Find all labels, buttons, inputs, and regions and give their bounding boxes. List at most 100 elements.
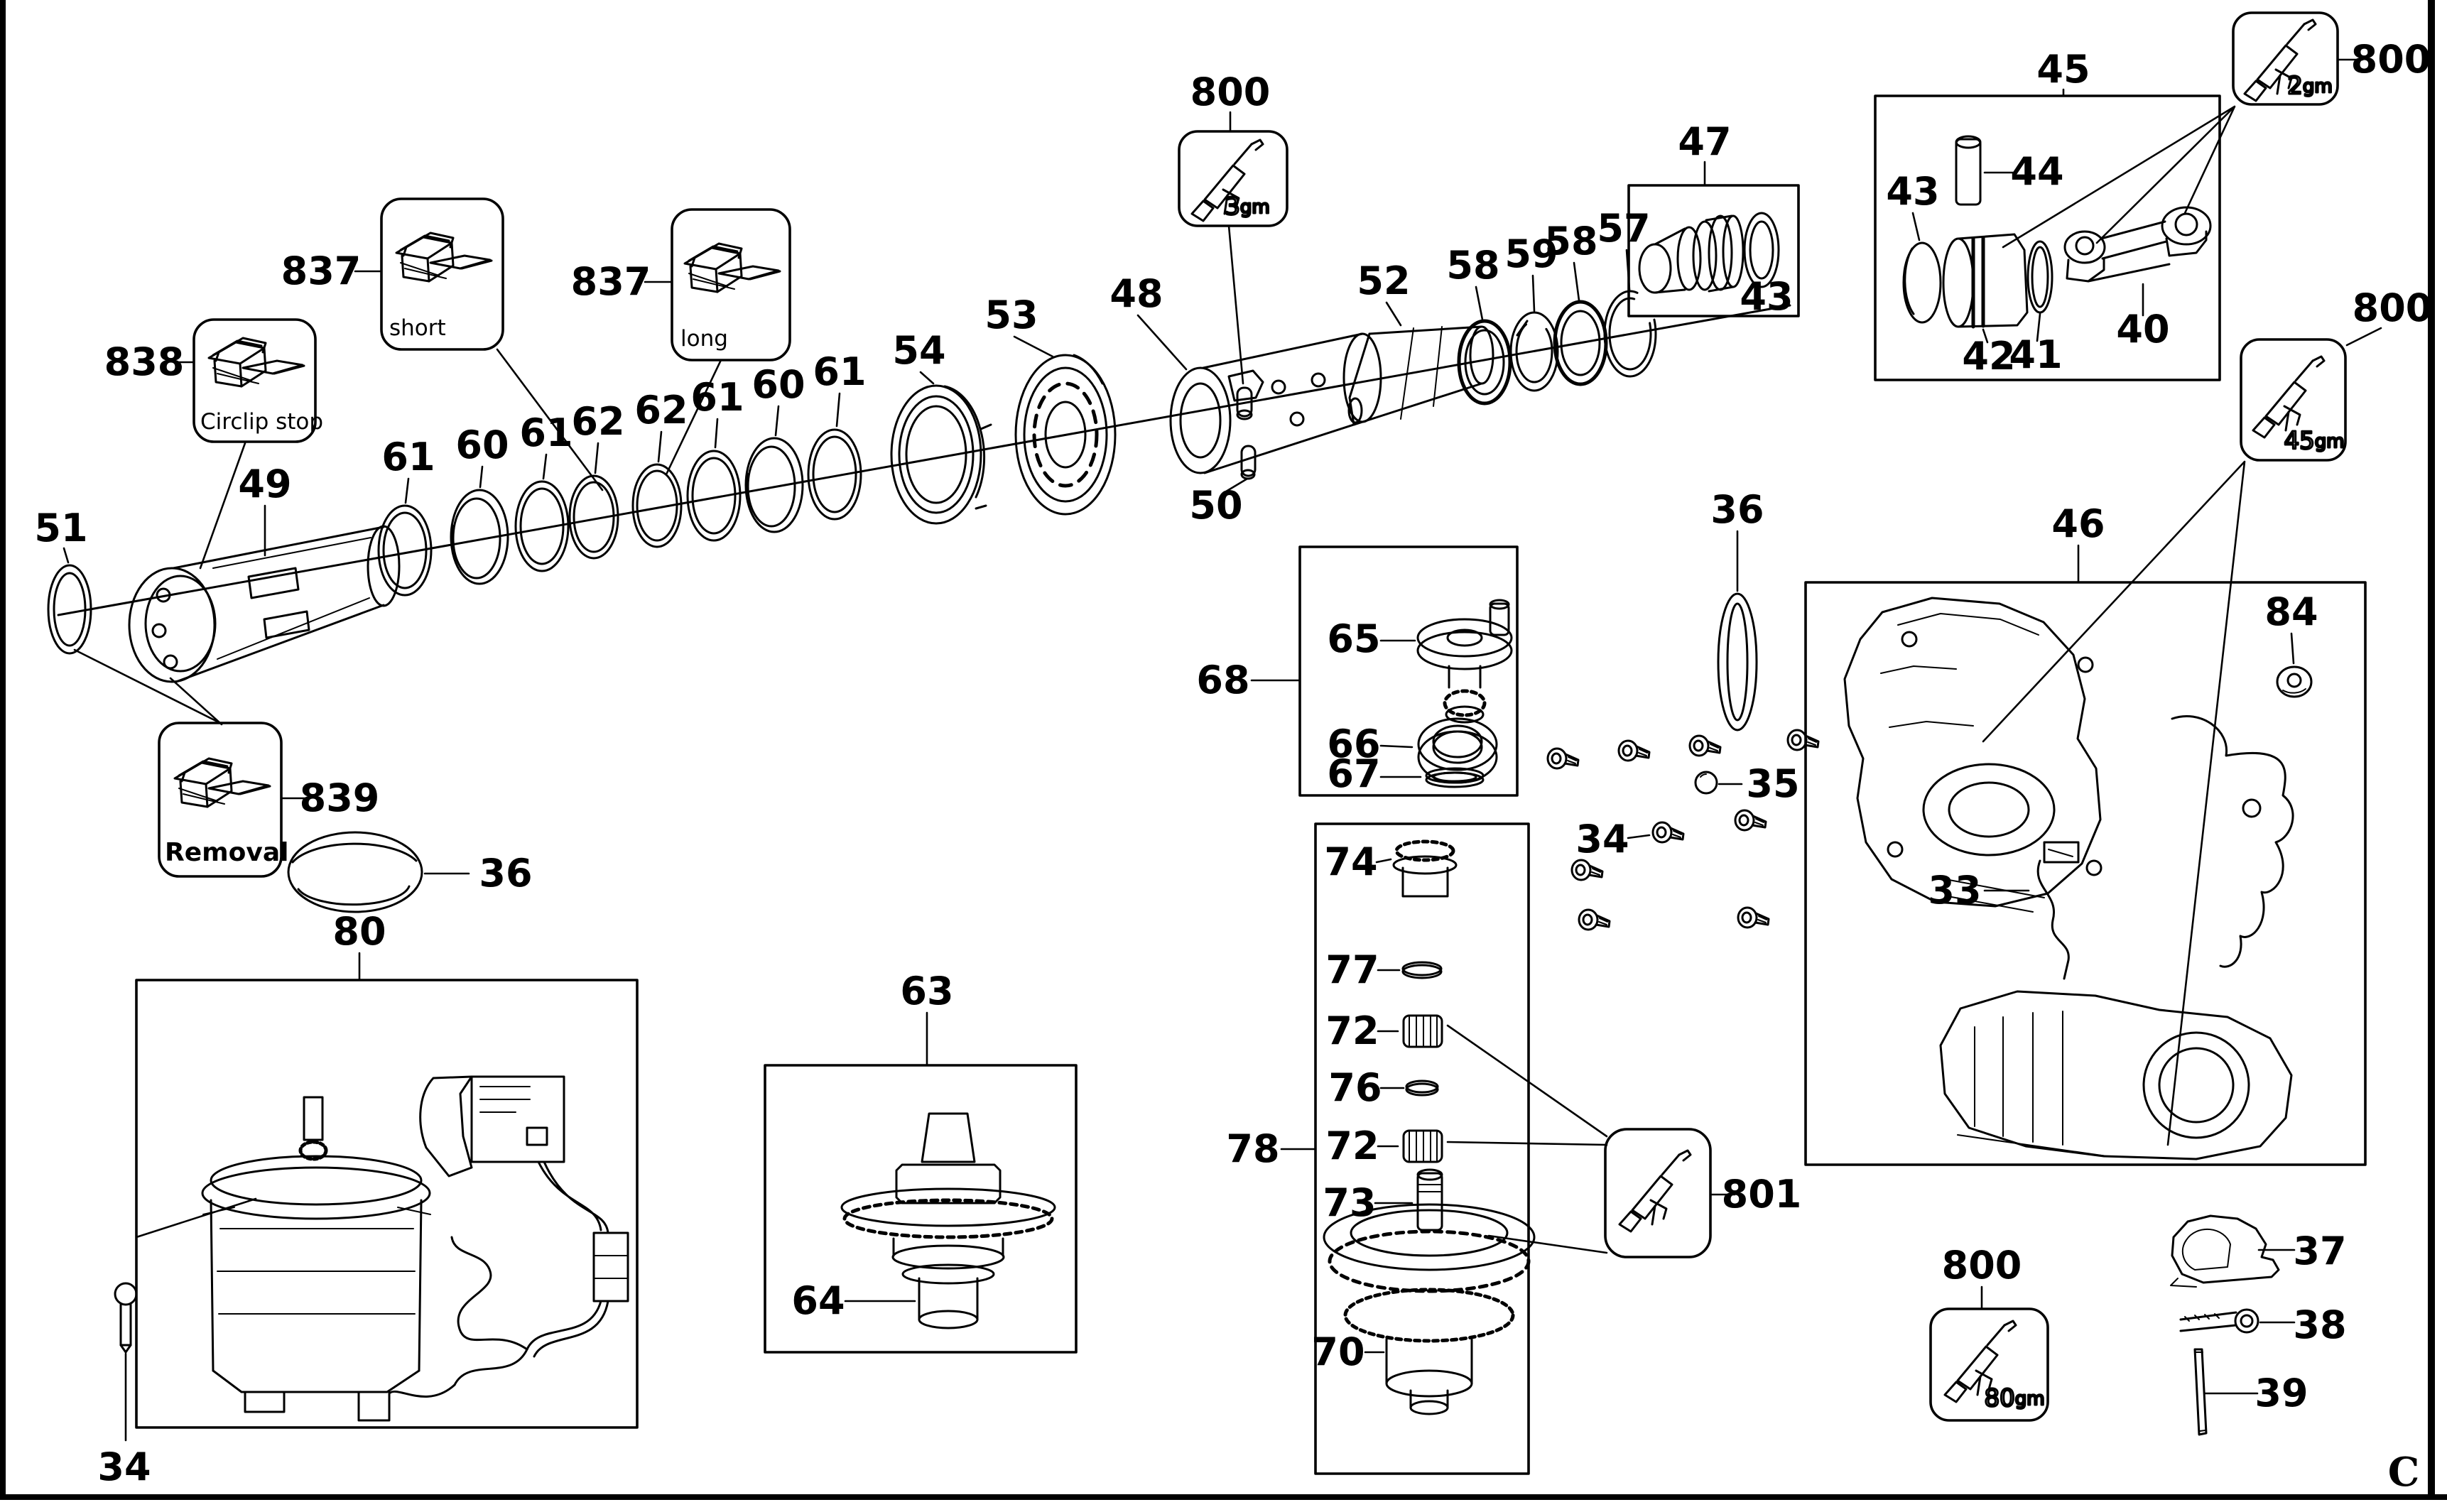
- part-50-pin: [1240, 445, 1257, 480]
- leader-61b: [542, 453, 548, 480]
- part-label-37: 37: [2293, 1229, 2346, 1273]
- leader-61d: [835, 392, 841, 428]
- part-60-washer-1: [450, 489, 509, 585]
- grease-weight-2gm: 2gm: [2287, 72, 2332, 100]
- page-letter: C: [2388, 1449, 2420, 1496]
- callout-caption-short: short: [389, 315, 446, 341]
- part-52-striker: [1347, 325, 1494, 426]
- leader-34-right: [1627, 834, 1651, 839]
- assembly-box-47: 43: [1627, 184, 1800, 319]
- callout-837-short: short: [380, 197, 504, 351]
- part-60-washer-2: [744, 437, 804, 533]
- part-label-62b: 62: [634, 388, 688, 433]
- part-label-53: 53: [984, 293, 1038, 337]
- assembly-box-46: 84 33: [1804, 581, 2367, 1166]
- part-49-spindle: [128, 525, 401, 683]
- assembly-box-45: 44 43 42 41 40: [1874, 94, 2221, 381]
- part-label-54: 54: [892, 328, 945, 373]
- part-label-39: 39: [2255, 1371, 2308, 1415]
- part-label-58a: 58: [1446, 243, 1499, 288]
- part-label-61b: 61: [519, 410, 573, 455]
- part-label-72b: 72: [1325, 1124, 1379, 1168]
- part-label-74: 74: [1324, 839, 1377, 884]
- part-label-50: 50: [1189, 483, 1242, 528]
- part-61-ring-2: [514, 480, 570, 572]
- grease-weight-80gm: 80gm: [1984, 1384, 2044, 1413]
- part-label-45: 45: [2036, 47, 2090, 92]
- part-label-837-short: 837: [281, 249, 362, 293]
- screw-icon-8: [1737, 906, 1770, 929]
- part-61-ring-4: [807, 428, 862, 521]
- part-label-41: 41: [2009, 332, 2062, 377]
- part-label-34-left: 34: [97, 1445, 151, 1489]
- part-label-800a: 800: [1190, 70, 1271, 114]
- part-61-ring-3: [686, 450, 742, 542]
- leader-60b: [774, 405, 780, 437]
- part-65-pump: [1416, 599, 1513, 724]
- lines-801-to-parts: [1446, 1024, 1608, 1254]
- part-label-59: 59: [1504, 232, 1558, 276]
- part-label-33: 33: [1928, 868, 1981, 913]
- part-label-35: 35: [1746, 761, 1799, 806]
- part-76-washer: [1405, 1079, 1439, 1097]
- part-62-circlip-1: [568, 474, 619, 560]
- part-label-38: 38: [2293, 1302, 2346, 1347]
- leader-58a: [1475, 285, 1484, 321]
- callout-801: [1604, 1128, 1712, 1258]
- circlip-short-icon: [395, 232, 493, 283]
- lines-800c-to-housings: [1982, 460, 2246, 1146]
- callout-800-45gm: 45gm: [2240, 338, 2347, 462]
- leader-54: [919, 371, 935, 385]
- part-73-shaft: [1416, 1168, 1443, 1231]
- leader-50: [1225, 477, 1249, 493]
- part-label-36-right: 36: [1710, 487, 1764, 532]
- lines-800b-to-parts: [2002, 105, 2236, 249]
- assembly-box-80: [114, 979, 639, 1442]
- line-800a-to-pin: [1227, 224, 1244, 385]
- part-label-73: 73: [1323, 1180, 1376, 1225]
- part-label-66: 66: [1327, 722, 1380, 766]
- part-label-64: 64: [791, 1278, 845, 1323]
- part-80-wiring: [388, 1160, 629, 1398]
- part-48-cylinder: [1169, 332, 1382, 474]
- part-label-837-long: 837: [571, 259, 651, 304]
- leader-62a: [594, 442, 599, 474]
- assembly-box-78: 74 77 72 76 72 73: [1311, 822, 1536, 1475]
- callout-caption-long: long: [680, 326, 728, 352]
- screw-icon-3: [1688, 734, 1722, 757]
- part-label-58b: 58: [1544, 219, 1597, 263]
- leader-59: [1531, 274, 1536, 312]
- screw-icon-9: [1578, 908, 1611, 931]
- part-53-bearing: [1014, 354, 1117, 516]
- part-38-spring-pin: [2179, 1308, 2259, 1334]
- part-label-62a: 62: [571, 399, 624, 444]
- part-label-77: 77: [1325, 947, 1379, 992]
- part-37-brush-holder: [2170, 1214, 2280, 1288]
- line-838-to-spindle: [199, 442, 246, 570]
- part-label-63: 63: [900, 969, 953, 1013]
- part-44-pin: [1955, 135, 1982, 206]
- part-label-800d: 800: [1942, 1243, 2022, 1288]
- leader-53: [1013, 335, 1054, 358]
- grease-weight-45gm: 45gm: [2284, 427, 2344, 455]
- part-72-roller-1: [1402, 1014, 1443, 1048]
- line-837long-to-ring: [665, 359, 722, 476]
- circlip-removal-icon: [173, 757, 271, 808]
- part-label-72a: 72: [1325, 1008, 1379, 1053]
- part-80-motor: [201, 1096, 431, 1422]
- part-61-ring-1: [377, 504, 433, 597]
- line-837short-to-ring: [496, 348, 604, 491]
- part-33-bracket: [2036, 841, 2080, 980]
- part-label-43A: 43: [1740, 274, 1793, 319]
- part-label-57: 57: [1597, 206, 1650, 251]
- part-58-washer-1: [1457, 319, 1512, 406]
- part-label-48: 48: [1109, 271, 1163, 316]
- part-80-trigger-switch: [419, 1075, 565, 1177]
- part-41-ring: [2026, 240, 2053, 314]
- part-label-52: 52: [1357, 259, 1410, 303]
- leader-52: [1385, 301, 1402, 327]
- screw-icon-4: [1786, 729, 1820, 751]
